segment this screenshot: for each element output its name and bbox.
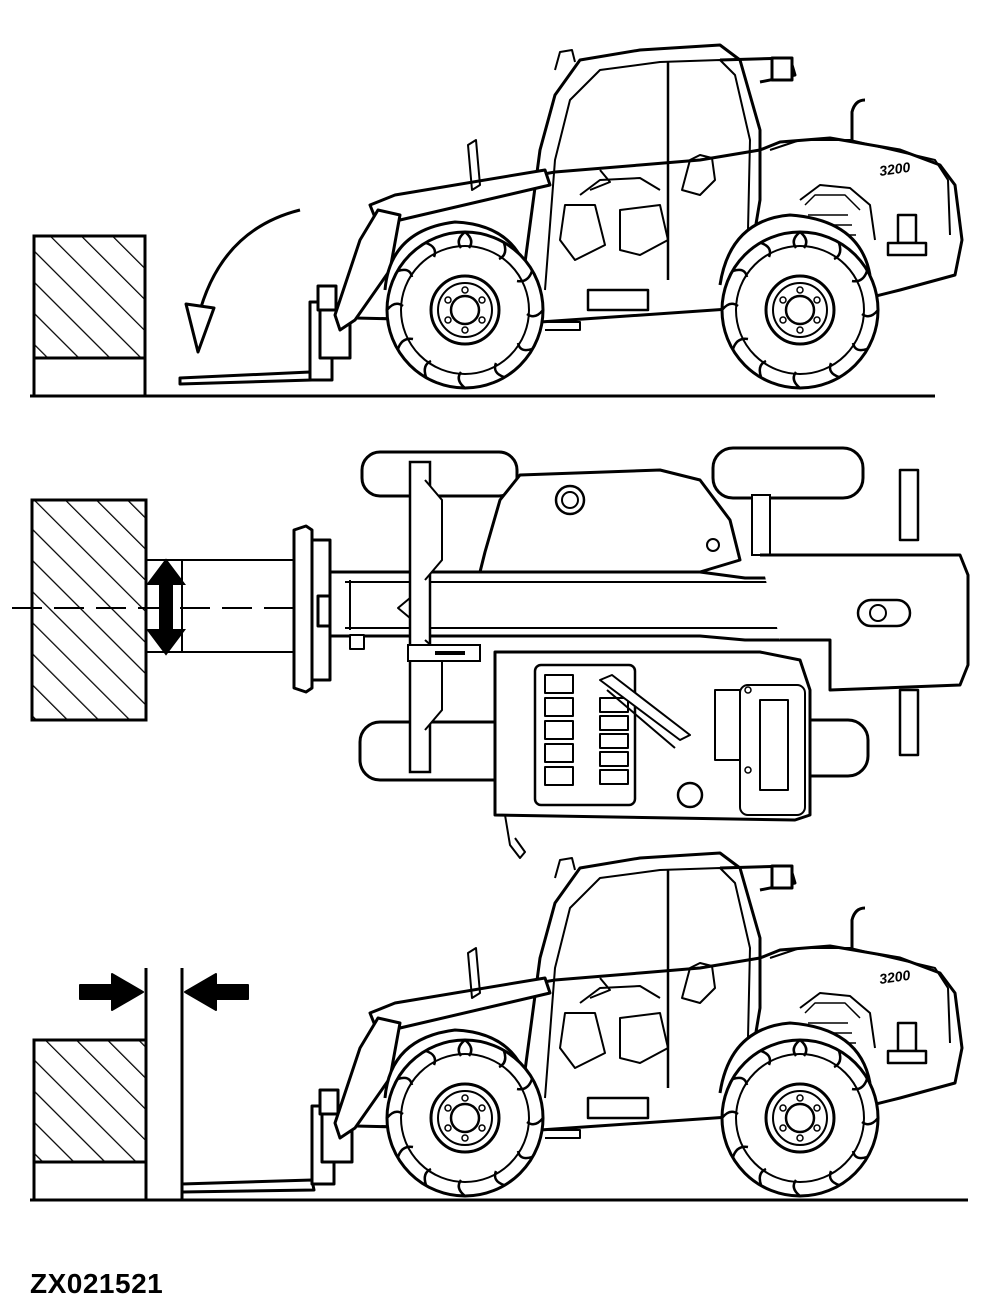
boom-top	[328, 570, 832, 650]
rear-wheel-bottom	[720, 1038, 880, 1198]
sideshift-arrow	[146, 558, 186, 656]
figure-id-label: ZX021521	[30, 1268, 164, 1299]
forks	[178, 284, 352, 386]
load-block	[32, 1038, 148, 1202]
forks-top	[146, 559, 300, 653]
front-wheel-bottom	[385, 1038, 545, 1198]
cab-top	[493, 650, 812, 859]
forks	[180, 1088, 354, 1194]
front-axle-top	[358, 450, 519, 782]
panel-alignment-top-view	[12, 446, 970, 859]
gap-arrows	[79, 973, 249, 1011]
load-block-top	[30, 498, 148, 722]
load-block	[32, 234, 147, 398]
front-wheel-top	[385, 230, 545, 390]
rear-wheel-top	[720, 230, 880, 390]
panel-insert-side-view: 3200	[30, 851, 968, 1202]
tilt-arrow	[184, 208, 301, 354]
panel-approach-side-view: 3200	[30, 43, 964, 398]
model-badge-bottom: 3200	[878, 967, 911, 987]
model-badge-top: 3200	[878, 159, 911, 179]
chassis-top	[478, 468, 970, 757]
